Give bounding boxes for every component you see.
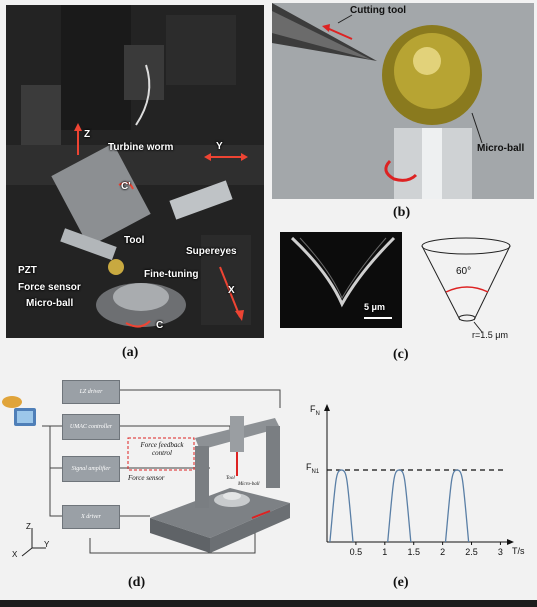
label-c-top: C': [121, 181, 131, 192]
machine-illustration: [6, 5, 264, 338]
y-axis-label: FN: [310, 404, 320, 417]
label-fine-tuning: Fine-tuning: [144, 269, 199, 280]
label-x: X: [228, 285, 235, 296]
force-time-chart: 0.5 1 1.5 2 2.5 3: [324, 404, 514, 557]
schematic-micro-ball-label: Micro-ball: [238, 482, 260, 487]
force-pulse: [387, 469, 412, 543]
box-x-driver: X driver: [62, 505, 120, 529]
axis-x-label: X: [12, 550, 18, 559]
x-tick-label: 1.5: [407, 547, 420, 557]
label-pzt: PZT: [18, 265, 37, 276]
x-tick-label: 1: [382, 547, 387, 557]
sem-tip-image: [290, 236, 396, 319]
label-supereyes: Supereyes: [186, 246, 237, 257]
x-axis-label: T/s: [512, 546, 525, 556]
x-tick-label: 0.5: [350, 547, 363, 557]
schematic-tool-label: Tool: [226, 476, 235, 481]
y-axis-label-main: F: [310, 404, 316, 414]
y-axis-arrow: [324, 404, 330, 411]
x-axis-arrow: [507, 539, 514, 545]
x-tick-label: 2: [440, 547, 445, 557]
micro-ball-illustration: [272, 3, 534, 199]
label-tool: Tool: [124, 235, 145, 246]
x-tick-label: 2.5: [465, 547, 478, 557]
threshold-label-main: F: [306, 462, 312, 472]
label-turbine-worm: Turbine worm: [108, 142, 174, 153]
caption-a: (a): [122, 345, 139, 360]
caption-c: (c): [393, 347, 409, 362]
caption-d: (d): [128, 575, 146, 590]
bottom-border: [0, 600, 537, 607]
threshold-label: FN1: [306, 462, 319, 475]
label-z: Z: [84, 129, 91, 140]
label-cutting-tool: Cutting tool: [350, 5, 407, 16]
force-pulse: [329, 469, 354, 543]
system-schematic: [2, 389, 290, 557]
label-micro-ball-b: Micro-ball: [477, 143, 525, 154]
cone-diagram: [421, 237, 511, 333]
label-c-bottom: C: [156, 320, 164, 331]
caption-b: (b): [393, 205, 411, 220]
panel-c-sem: 5 μm: [280, 232, 402, 328]
label-y: Y: [216, 141, 223, 152]
y-axis-label-sub: N: [315, 410, 320, 417]
panel-a-photo: Z Turbine worm Y C' Tool Supereyes PZT F…: [6, 5, 264, 338]
box-umac-controller: UMAC controller: [62, 414, 120, 440]
axis-y-label: Y: [44, 540, 50, 549]
label-force-sensor: Force sensor: [18, 282, 81, 293]
axis-z-label: Z: [26, 522, 31, 531]
scale-bar-label: 5 μm: [364, 302, 386, 312]
cone-radius-label: r=1.5 μm: [472, 330, 508, 340]
threshold-label-sub: N1: [311, 468, 320, 475]
box-lz-driver: LZ driver: [62, 380, 120, 404]
force-sensor-label: Force sensor: [128, 474, 165, 482]
label-micro-ball: Micro-ball: [26, 298, 74, 309]
feedback-label: Force feedback control: [140, 441, 184, 457]
x-tick-label: 3: [498, 547, 503, 557]
force-pulse: [444, 469, 470, 543]
box-signal-amplifier: Signal amplifier: [62, 456, 120, 482]
cone-angle-label: 60°: [456, 266, 472, 277]
panel-b-photo: Cutting tool Micro-ball: [272, 3, 534, 199]
caption-e: (e): [393, 575, 409, 590]
